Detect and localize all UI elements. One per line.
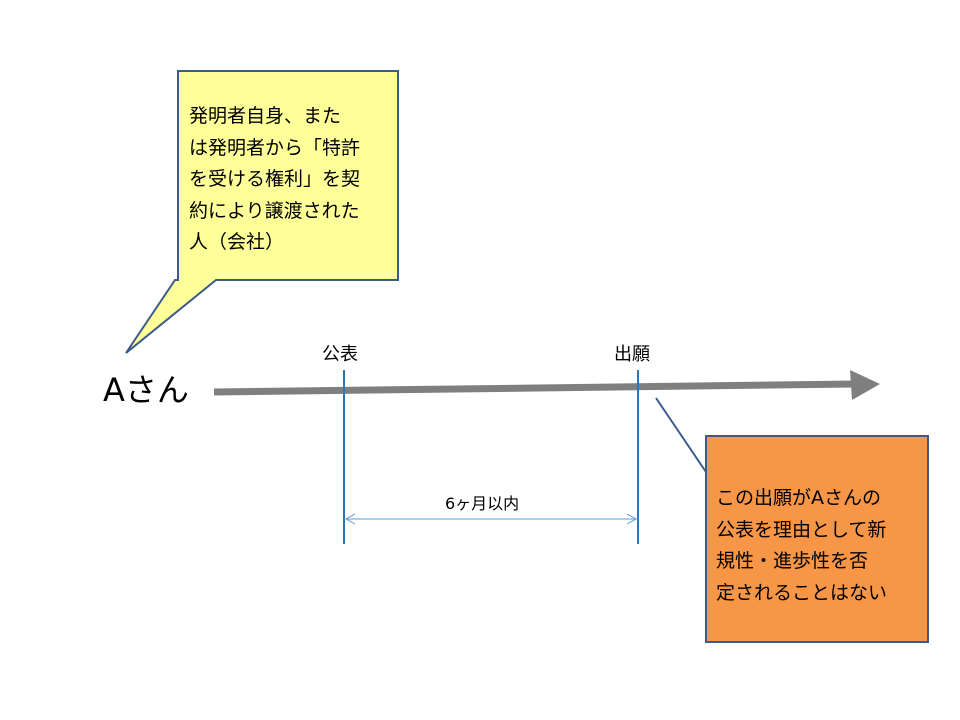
result-callout-line: 規性・進歩性を否 [716,550,869,572]
person-label: Aさん [103,371,189,409]
period-arrowhead-right [626,513,638,525]
result-callout-line: この出願がAさんの [716,487,881,509]
publication-label: 公表 [322,344,358,365]
period-arrowhead-left [344,513,356,525]
result-callout-line: 定されることはない [716,581,888,604]
timeline-arrowhead [850,370,880,400]
result-callout-line: 公表を理由として新 [716,518,887,541]
inventor-callout-line: 発明者自身、また [189,105,342,127]
inventor-callout-text: 発明者自身、また は発明者から「特許 を受ける権利」を契 約により譲渡された 人… [189,101,394,259]
inventor-callout-line: は発明者から「特許 [189,136,361,159]
timeline-line [213,380,856,396]
inventor-callout-shape [125,70,399,354]
filing-label: 出願 [614,344,650,365]
result-callout-shape [655,397,929,643]
period-label: 6ヶ月以内 [445,494,520,513]
inventor-callout-line: 約により譲渡された [189,199,360,222]
result-callout-text: この出願がAさんの 公表を理由として新 規性・進歩性を否 定されることはない [716,483,924,609]
inventor-callout-line: を受ける権利」を契 [189,168,361,190]
inventor-callout-line: 人（会社） [189,231,285,253]
